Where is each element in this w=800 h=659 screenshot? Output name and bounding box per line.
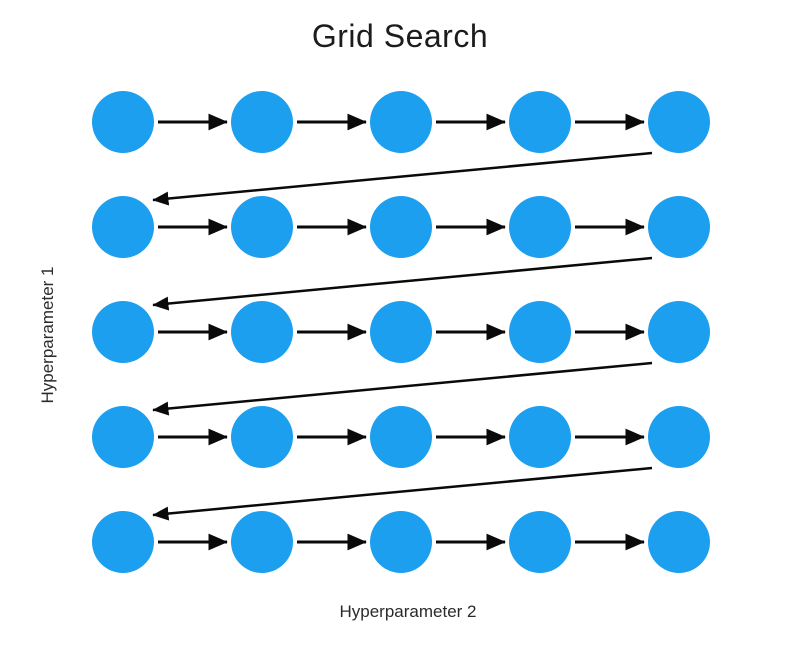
grid-node (370, 511, 432, 573)
diagram-title: Grid Search (311, 18, 489, 54)
grid-node (509, 511, 571, 573)
grid-node (231, 406, 293, 468)
grid-node (92, 196, 154, 258)
wrap-arrow (152, 151, 653, 206)
grid-node (648, 91, 710, 153)
grid-node (92, 406, 154, 468)
grid-node (231, 91, 293, 153)
grid-node (231, 196, 293, 258)
grid-node (509, 91, 571, 153)
wrap-arrow (152, 256, 653, 311)
grid-node (370, 196, 432, 258)
grid-node (648, 196, 710, 258)
grid-node (648, 301, 710, 363)
wrap-arrow (152, 466, 653, 521)
grid-node (648, 406, 710, 468)
grid-node (231, 301, 293, 363)
grid-node (509, 196, 571, 258)
wrap-arrow (152, 361, 653, 416)
grid-node (92, 301, 154, 363)
x-axis-label: Hyperparameter 2 (339, 602, 477, 621)
y-axis-label: Hyperparameter 1 (38, 266, 57, 404)
grid-node (231, 511, 293, 573)
grid-node (370, 406, 432, 468)
grid-node (370, 301, 432, 363)
grid-node (92, 91, 154, 153)
grid-node (509, 406, 571, 468)
grid-node (648, 511, 710, 573)
grid-node (92, 511, 154, 573)
grid-node (509, 301, 571, 363)
grid-node (370, 91, 432, 153)
